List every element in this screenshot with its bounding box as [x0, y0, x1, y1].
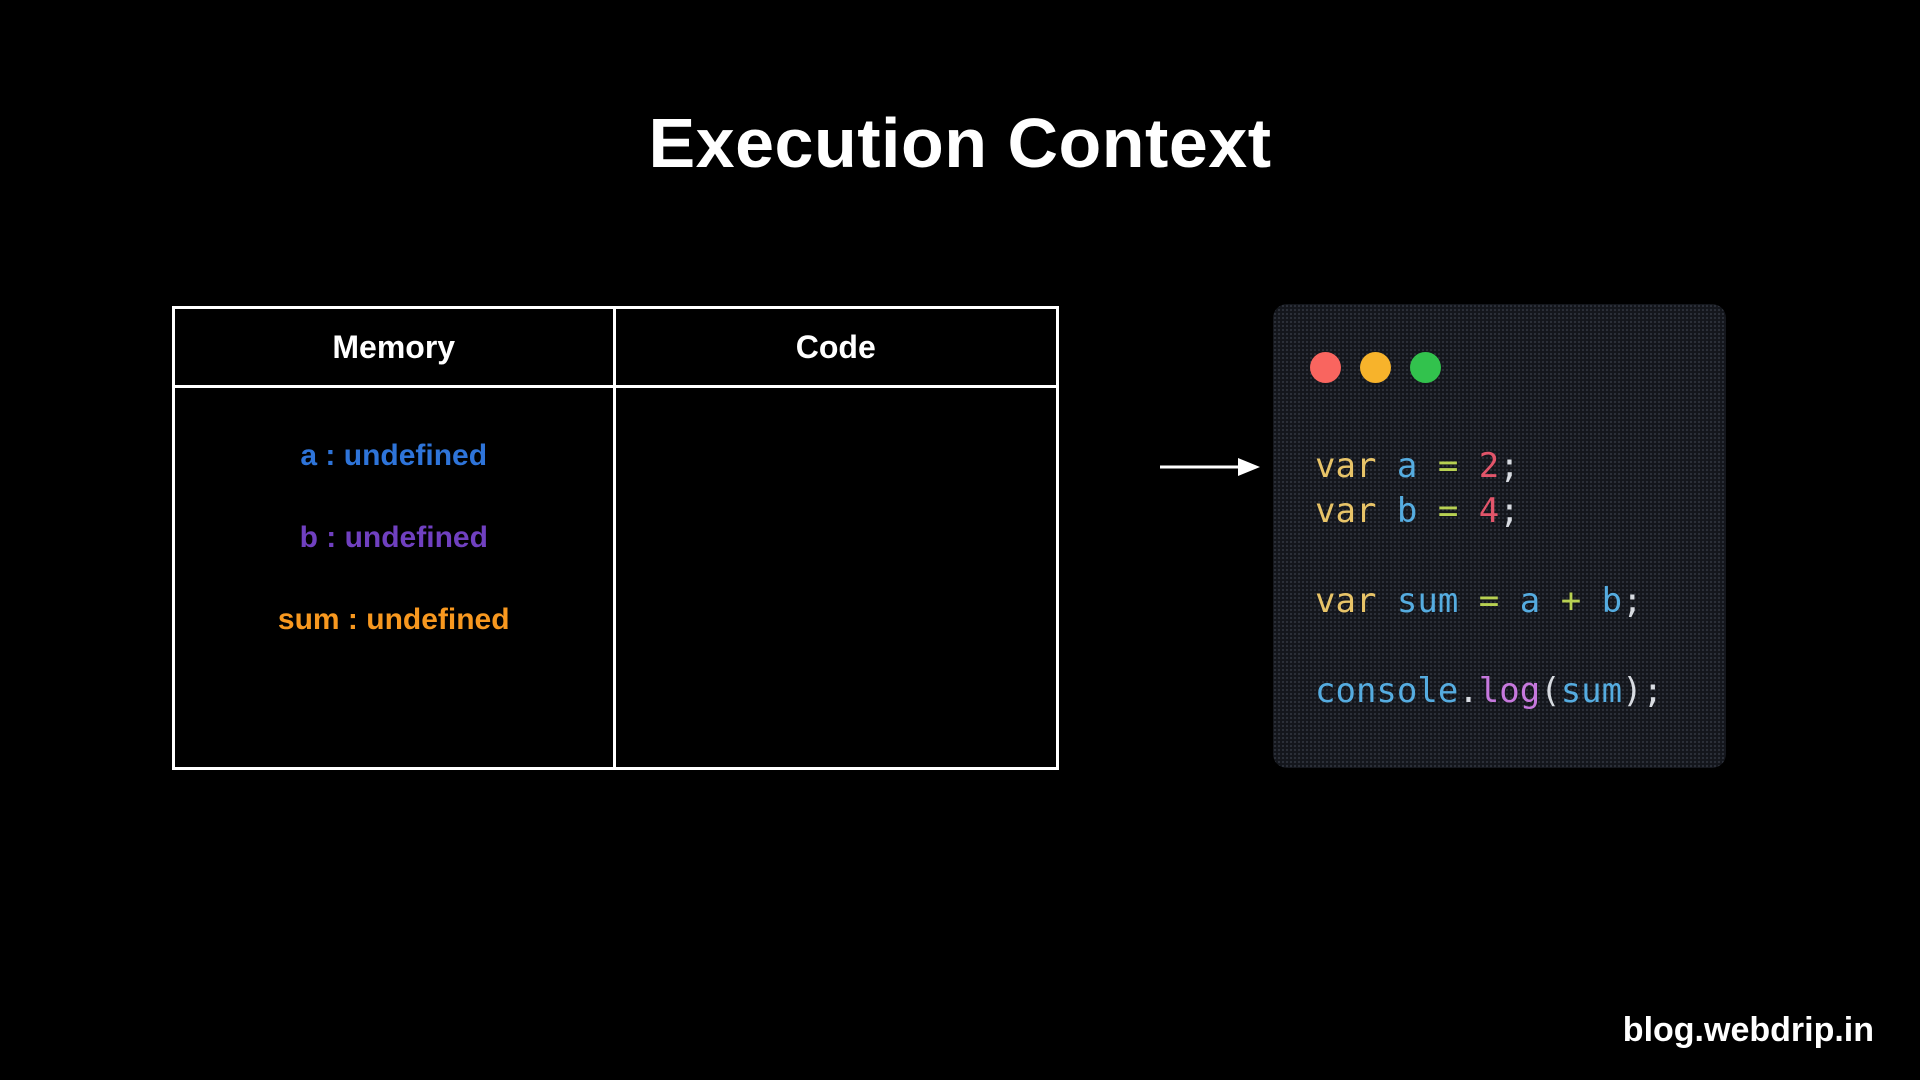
- memory-entry: b : undefined: [299, 521, 488, 554]
- page-title: Execution Context: [648, 104, 1272, 182]
- code-line: [1315, 534, 1663, 579]
- code-editor-window: var a = 2; var b = 4; var sum = a + b; co…: [1273, 304, 1726, 768]
- watermark: blog.webdrip.in: [1622, 1011, 1874, 1049]
- memory-entry: a : undefined: [300, 439, 488, 472]
- close-dot-icon: [1310, 352, 1341, 383]
- code-column-header: Code: [615, 309, 1056, 388]
- arrow-right-icon: [1158, 453, 1262, 481]
- code-line: var a = 2;: [1315, 446, 1520, 486]
- memory-items: a : undefined b : undefined sum : undefine…: [175, 388, 616, 767]
- memory-column-header: Memory: [175, 309, 616, 388]
- minimize-dot-icon: [1360, 352, 1391, 383]
- code-line: [1315, 624, 1663, 669]
- code-block: var a = 2; var b = 4; var sum = a + b; co…: [1315, 444, 1663, 714]
- code-line: console.log(sum);: [1315, 671, 1664, 711]
- memory-entry: sum : undefined: [277, 603, 510, 636]
- memory-code-table: Memory Code a : undefined b : undefined su…: [172, 306, 1059, 770]
- traffic-lights: [1310, 352, 1441, 383]
- code-column-body: [616, 388, 1057, 767]
- code-line: var sum = a + b;: [1315, 581, 1643, 621]
- zoom-dot-icon: [1410, 352, 1441, 383]
- code-line: var b = 4;: [1315, 491, 1520, 531]
